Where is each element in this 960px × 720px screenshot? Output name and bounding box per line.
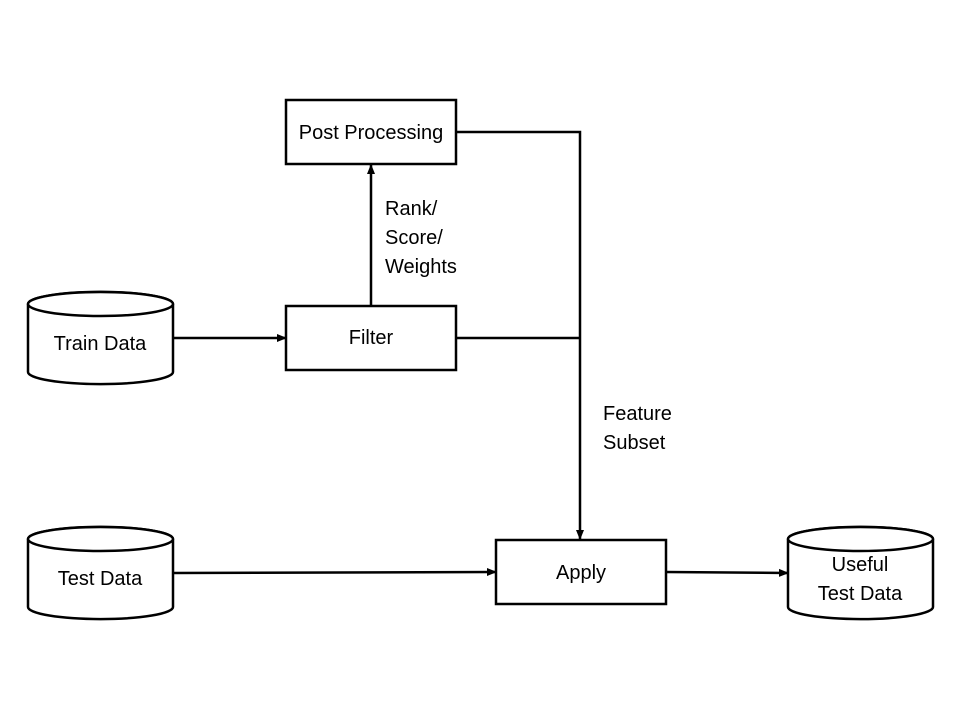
edge-post-processing-to-junction — [456, 130, 582, 338]
edge-apply-to-useful — [665, 568, 789, 577]
test-data-cylinder: Test Data — [26, 525, 175, 621]
useful-test-data-label-line1: Useful — [832, 554, 889, 576]
post-processing-label: Post Processing — [299, 122, 444, 144]
apply-label: Apply — [556, 562, 606, 584]
edge-test-to-apply — [172, 568, 497, 577]
rank-score-weights-label: Rank/ Score/ Weights — [385, 198, 457, 278]
filter-node: Filter — [284, 304, 458, 372]
filter-label: Filter — [349, 327, 394, 349]
weights-label: Weights — [385, 256, 457, 278]
test-data-label: Test Data — [58, 568, 143, 590]
feature-label: Feature — [603, 403, 672, 425]
score-label: Score/ — [385, 227, 443, 249]
rank-label: Rank/ — [385, 198, 438, 220]
feature-subset-label: Feature Subset — [603, 403, 672, 454]
train-data-cylinder: Train Data — [26, 290, 175, 386]
apply-node: Apply — [494, 538, 668, 606]
useful-test-data-cylinder: Useful Test Data — [786, 525, 935, 621]
useful-test-data-label-line2: Test Data — [818, 583, 903, 605]
train-data-label: Train Data — [54, 333, 148, 355]
post-processing-node: Post Processing — [284, 98, 458, 166]
subset-label: Subset — [603, 432, 666, 454]
